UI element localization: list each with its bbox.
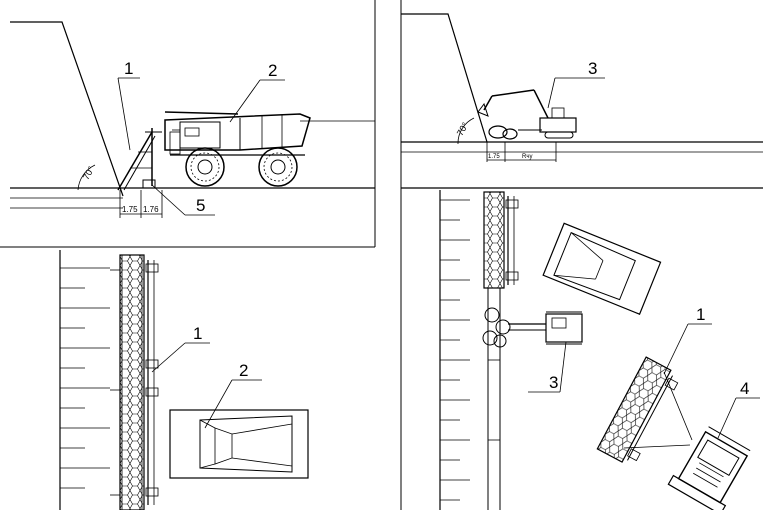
excavator-plan-icon bbox=[482, 307, 583, 348]
callout-1: 1 bbox=[124, 59, 133, 78]
truck-plan-icon bbox=[169, 409, 309, 479]
panel-3-plan-truck: 1 2 bbox=[59, 250, 309, 511]
reach-label: Rчу bbox=[522, 154, 532, 160]
barrier-module-icon-2 bbox=[596, 356, 679, 463]
bottom-dimensions: 1.75 1.76 bbox=[119, 190, 163, 218]
callout-4: 4 bbox=[740, 379, 749, 398]
callouts-panel-1: 1 2 5 bbox=[117, 59, 285, 216]
callout-2: 2 bbox=[268, 61, 277, 80]
dimensions-panel-2: 1.75 Rчу bbox=[486, 142, 557, 162]
slope-angle-label: 70° bbox=[81, 164, 97, 181]
slope-line bbox=[10, 21, 124, 197]
callout-3-top: 3 bbox=[588, 59, 597, 78]
sling-line-2 bbox=[623, 444, 691, 449]
panel-1-section-truck: 70° 1.75 1.76 bbox=[10, 21, 375, 218]
barrier-section bbox=[117, 128, 162, 191]
offset-label-2: 1.75 bbox=[488, 154, 500, 160]
slope-angle-label-2: 70° bbox=[455, 120, 471, 137]
slope-angle-arc-2 bbox=[457, 117, 475, 145]
tick-marks-right bbox=[440, 199, 470, 501]
sling-line-1 bbox=[663, 371, 693, 441]
barrier-module-icon bbox=[110, 254, 159, 511]
barrier-installed-plan bbox=[483, 191, 519, 510]
callout-5: 5 bbox=[196, 196, 205, 215]
truck-plan-icon-2 bbox=[542, 222, 662, 315]
callout-1-plan: 1 bbox=[193, 324, 202, 343]
dump-truck-icon bbox=[164, 111, 375, 187]
slope-angle-arc bbox=[77, 164, 96, 191]
callout-2-plan: 2 bbox=[239, 361, 248, 380]
offset-b-label: 1.76 bbox=[143, 205, 159, 214]
excavator-icon bbox=[477, 89, 577, 140]
callout-3-plan: 3 bbox=[549, 373, 558, 392]
slope-line-2 bbox=[401, 13, 488, 143]
panel-4-plan-loader: 3 1 4 bbox=[439, 190, 760, 515]
tick-marks-left bbox=[60, 267, 110, 489]
offset-a-label: 1.75 bbox=[122, 205, 138, 214]
loader-icon bbox=[667, 426, 751, 515]
callout-1-right: 1 bbox=[696, 305, 705, 324]
panel-2-section-excavator: 70° 1.75 Rчу 3 bbox=[401, 13, 763, 189]
panel-dividers bbox=[0, 0, 402, 510]
